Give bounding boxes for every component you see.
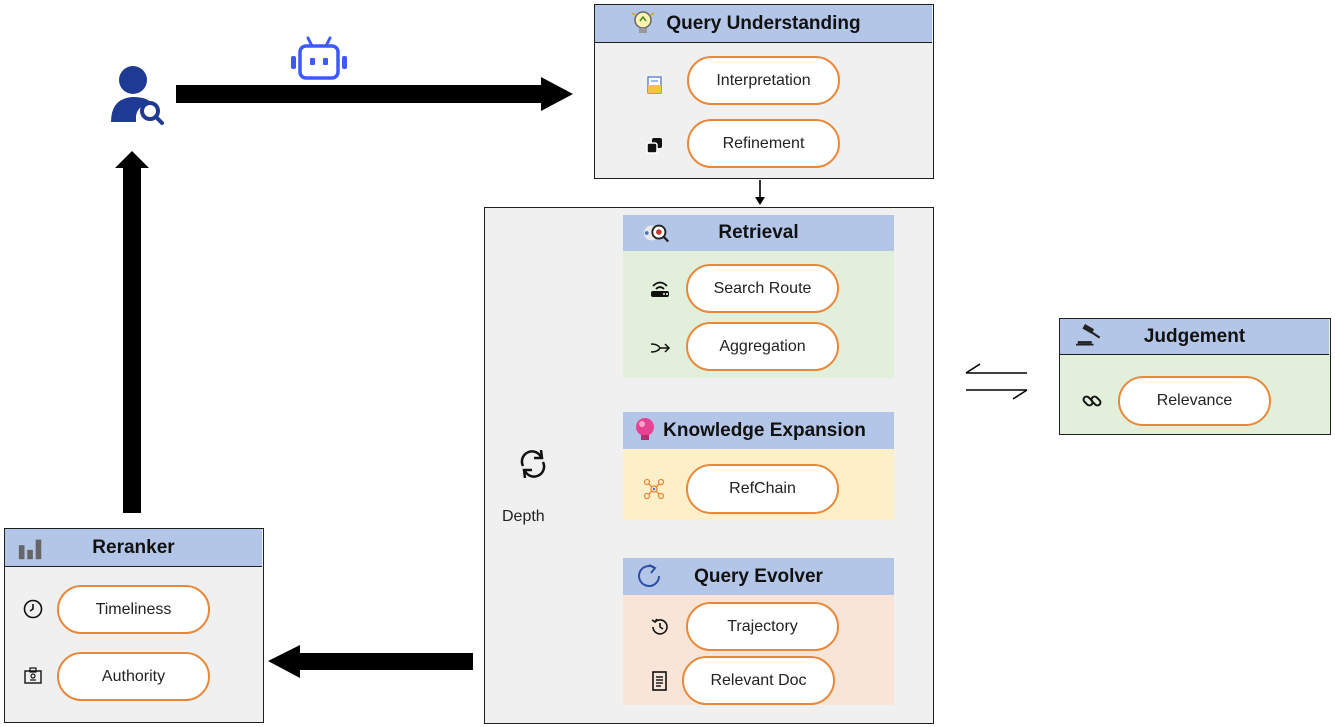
reranker-panel: Reranker Timeliness Authority <box>4 528 264 723</box>
link-icon <box>1080 389 1104 413</box>
document-edit-icon <box>643 73 667 97</box>
relevance-label: Relevance <box>1156 392 1233 409</box>
retrieval-title: Retrieval <box>718 222 799 243</box>
relevance-pill: Relevance <box>1118 376 1271 426</box>
authority-pill: Authority <box>57 652 210 701</box>
relevant-doc-pill: Relevant Doc <box>682 656 835 705</box>
interpretation-pill: Interpretation <box>687 56 840 105</box>
refinement-pill: Refinement <box>687 119 840 168</box>
query-understanding-title: Query Understanding <box>666 12 861 34</box>
clock-icon <box>21 597 45 621</box>
query-evolver-header: Query Evolver <box>623 558 894 595</box>
judgement-panel: Judgement Relevance <box>1059 318 1331 435</box>
interpretation-label: Interpretation <box>716 71 811 89</box>
router-icon <box>648 277 672 301</box>
trajectory-pill: Trajectory <box>686 602 839 651</box>
timeliness-pill: Timeliness <box>57 585 210 634</box>
timeliness-label: Timeliness <box>95 600 172 618</box>
relevant-doc-label: Relevant Doc <box>710 671 807 689</box>
query-evolver-title: Query Evolver <box>694 565 823 587</box>
authority-label: Authority <box>101 667 166 685</box>
query-understanding-panel: Query Understanding Interpretation Refin… <box>594 4 934 179</box>
sync-icon <box>515 446 551 482</box>
bar-chart-icon <box>17 534 45 562</box>
badge-icon <box>21 664 45 688</box>
refresh-circle-icon <box>635 562 663 590</box>
document-list-icon <box>648 669 672 693</box>
refinement-label: Refinement <box>722 134 805 152</box>
reranker-title: Reranker <box>92 536 175 558</box>
retrieval-header: Retrieval <box>623 215 894 251</box>
aggregation-pill: Aggregation <box>686 322 839 371</box>
depth-label: Depth <box>502 508 545 525</box>
bulb-pink-icon <box>631 416 659 444</box>
arrow-user-to-query <box>176 77 573 111</box>
arrow-reranker-to-user <box>115 151 149 513</box>
history-icon <box>648 615 672 639</box>
trajectory-label: Trajectory <box>727 617 798 635</box>
judgement-title: Judgement <box>1143 325 1246 347</box>
gavel-icon <box>1076 321 1104 349</box>
merge-arrow-icon <box>648 336 672 360</box>
refchain-label: RefChain <box>729 480 796 497</box>
network-icon <box>642 477 666 501</box>
judgement-header: Judgement <box>1060 319 1329 355</box>
refchain-pill: RefChain <box>686 464 839 514</box>
robot-icon <box>290 34 348 82</box>
search-route-pill: Search Route <box>686 264 839 313</box>
reranker-header: Reranker <box>5 529 262 567</box>
knowledge-expansion-header: Knowledge Expansion <box>623 412 894 449</box>
lightbulb-icon <box>629 9 657 37</box>
query-understanding-header: Query Understanding <box>595 5 932 43</box>
search-route-label: Search Route <box>713 279 812 297</box>
user-search-icon <box>108 64 166 126</box>
layers-icon <box>643 133 667 157</box>
aggregation-label: Aggregation <box>719 337 806 355</box>
knowledge-expansion-title: Knowledge Expansion <box>663 419 866 441</box>
magnifier-network-icon <box>643 219 671 247</box>
arrow-panel-to-reranker <box>268 645 473 678</box>
